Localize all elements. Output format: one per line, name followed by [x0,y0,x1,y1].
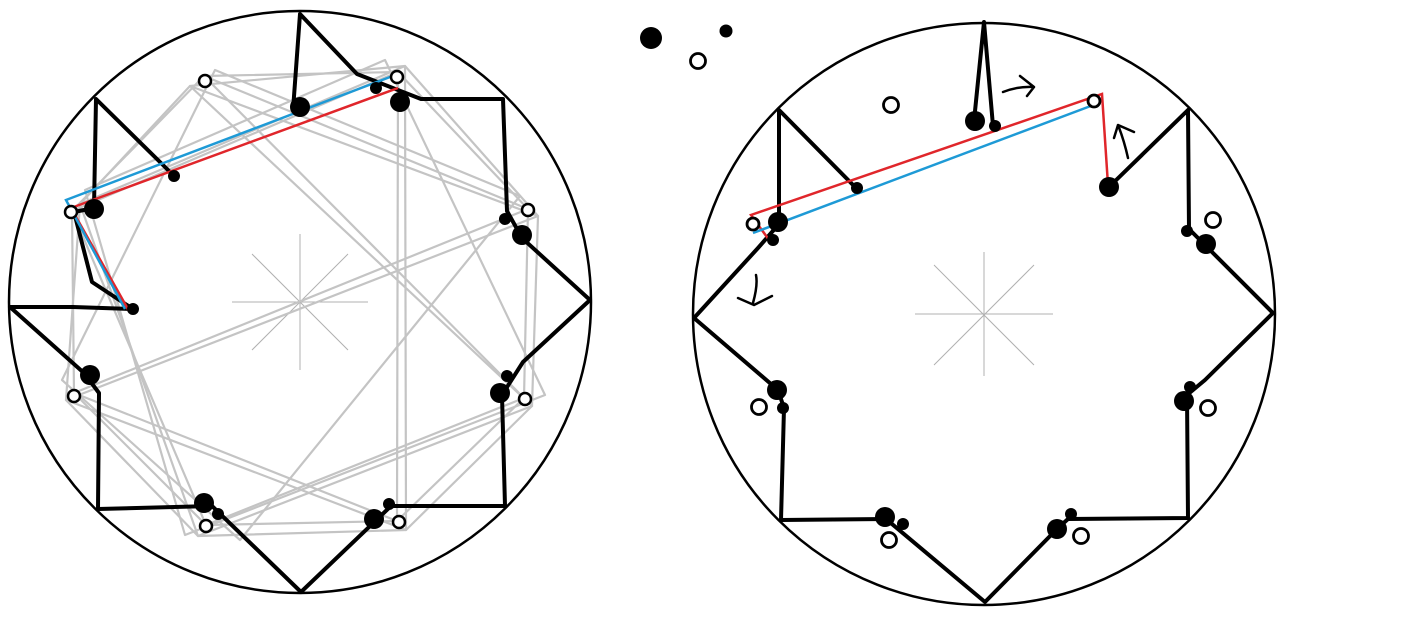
dot-large [390,92,410,112]
dot-large [290,97,310,117]
right-red-path [748,92,1110,245]
right-hand-arrows [736,74,1136,307]
dot-large [194,493,214,513]
dot-hollow [198,518,214,534]
dot-small [989,120,1001,132]
dot-hollow [389,69,405,85]
right-panel [691,20,1277,607]
dot-small [897,518,909,530]
dot-hollow [1086,93,1102,109]
dot-large [875,507,895,527]
dot-large [965,111,985,131]
dot-small [127,303,139,315]
dot-hollow [745,216,761,232]
dot-small [168,170,180,182]
left-small-dots [127,82,513,520]
dot-large [1099,177,1119,197]
arrow-left [736,273,774,307]
dot-hollow [517,391,533,407]
dot-large [1174,391,1194,411]
dot-small [383,498,395,510]
dot-hollow [882,96,900,114]
dot-hollow [1199,399,1217,417]
dot-large [1047,519,1067,539]
dot-large [1196,234,1216,254]
dot-hollow [1204,211,1222,229]
dot-small [1184,381,1196,393]
dot-large [364,509,384,529]
dot-small [499,213,511,225]
left-black-outline [8,12,592,594]
right-blue-path [752,102,1097,235]
dot-hollow [197,73,213,89]
dot-large [767,380,787,400]
arrow-top-right [1001,74,1036,98]
dot-hollow [750,398,768,416]
left-gray-star-sketch [60,58,547,542]
key-dot-large [640,27,662,49]
dot-large [490,383,510,403]
dot-small [851,182,863,194]
right-center-star-guide [915,252,1053,376]
right-black-outline-body [692,108,1275,604]
symbol-key [640,24,733,70]
key-dot-hollow [689,52,707,70]
right-black-outline [972,20,995,127]
dot-small [1065,508,1077,520]
dot-small [767,234,779,246]
dot-hollow [520,202,536,218]
dot-large [512,225,532,245]
right-hollow-dots [745,93,1222,549]
dot-hollow [66,388,82,404]
dot-small [777,402,789,414]
right-small-dots [767,120,1196,530]
dot-large [768,212,788,232]
dot-small [501,370,513,382]
dot-large [80,365,100,385]
left-panel [7,9,593,595]
right-large-dots [767,111,1216,539]
left-hollow-dots [63,69,536,534]
dot-hollow [1072,527,1090,545]
dot-hollow [63,204,79,220]
left-blue-path [64,72,399,310]
arrow-upper-right [1112,123,1136,160]
key-dot-small [719,24,733,38]
dot-hollow [391,514,407,530]
dot-large [84,199,104,219]
left-large-dots [80,92,532,529]
dot-small [212,508,224,520]
dot-small [370,82,382,94]
dot-hollow [880,531,898,549]
dot-small [1181,225,1193,237]
